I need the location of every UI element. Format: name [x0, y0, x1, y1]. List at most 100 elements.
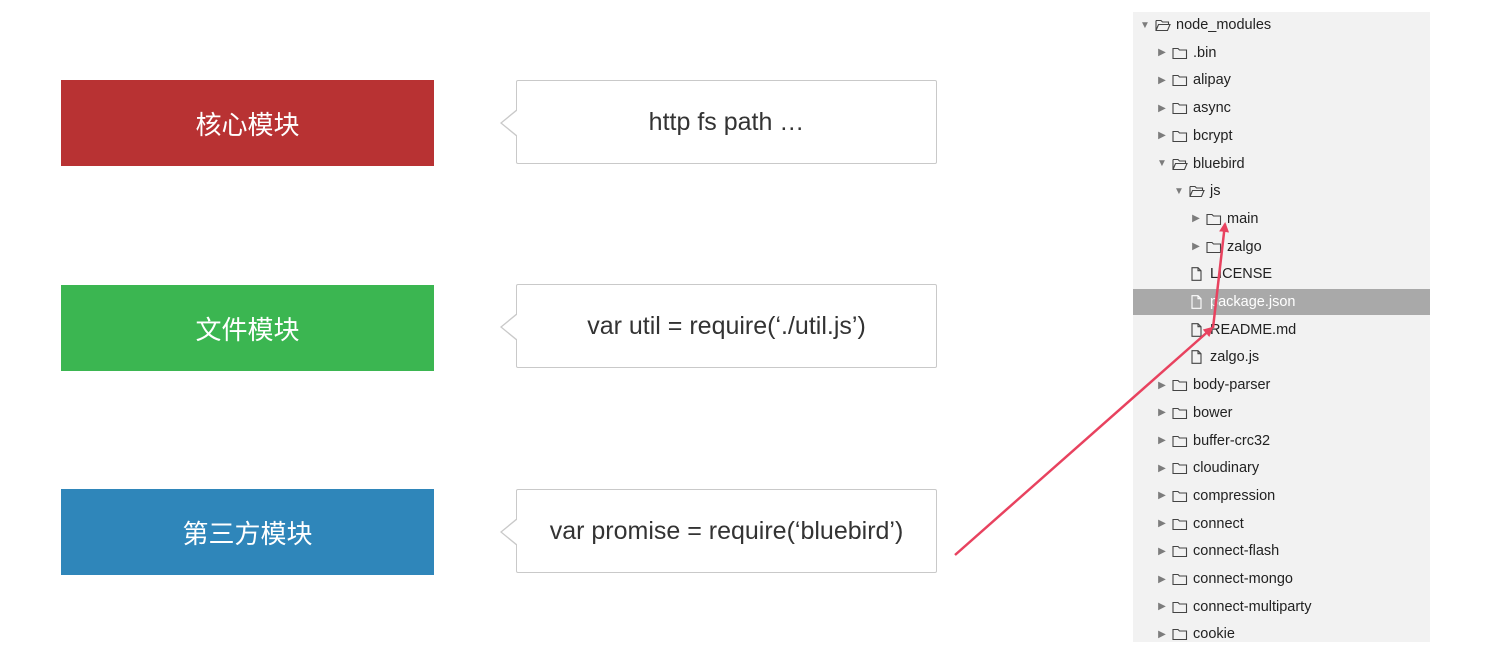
tree-item-label: zalgo: [1227, 238, 1262, 255]
tree-item-label: body-parser: [1193, 377, 1271, 394]
third-party-module-box: 第三方模块: [61, 489, 434, 575]
tree-item-label: compression: [1193, 487, 1276, 504]
tree-item-label: bcrypt: [1193, 127, 1233, 144]
disclosure-expanded-icon[interactable]: ▼: [1140, 19, 1150, 31]
third-party-module-example-text: var promise = require(‘bluebird’): [549, 516, 904, 545]
folder-icon: [1172, 73, 1188, 87]
folder-icon: [1172, 101, 1188, 115]
tree-folder-row[interactable]: ▶ cloudinary: [1133, 455, 1430, 481]
core-module-label: 核心模块: [195, 110, 300, 141]
tree-folder-row[interactable]: ▶ main: [1133, 206, 1430, 232]
disclosure-collapsed-icon[interactable]: ▶: [1158, 601, 1166, 613]
folder-icon: [1172, 517, 1188, 531]
tree-item-label: connect: [1193, 515, 1244, 532]
tree-folder-row[interactable]: ▶ bower: [1133, 400, 1430, 426]
core-module-example-text: http fs path …: [648, 107, 805, 136]
folder-open-icon: [1172, 157, 1188, 171]
file-module-example-text: var util = require(‘./util.js’): [587, 311, 866, 340]
tree-item-label: bower: [1193, 404, 1233, 421]
tree-folder-row[interactable]: ▼ node_modules: [1133, 12, 1430, 38]
folder-icon: [1172, 434, 1188, 448]
file-module-label: 文件模块: [195, 315, 300, 346]
disclosure-collapsed-icon[interactable]: ▶: [1158, 628, 1166, 640]
tree-folder-row[interactable]: ▶ async: [1133, 95, 1430, 121]
disclosure-collapsed-icon[interactable]: ▶: [1158, 490, 1166, 502]
disclosure-expanded-icon[interactable]: ▼: [1157, 158, 1167, 169]
file-module-example-callout: var util = require(‘./util.js’): [500, 284, 937, 368]
tree-item-label: main: [1227, 210, 1259, 227]
tree-folder-row[interactable]: ▶ cookie: [1133, 621, 1430, 642]
tree-folder-row[interactable]: ▶ connect-flash: [1133, 538, 1430, 564]
tree-item-label: package.json: [1210, 294, 1296, 310]
tree-file-row[interactable]: LICENSE: [1133, 261, 1430, 287]
tree-file-row[interactable]: package.json: [1133, 289, 1430, 315]
tree-item-label: zalgo.js: [1210, 349, 1260, 366]
tree-item-label: README.md: [1210, 321, 1297, 338]
disclosure-collapsed-icon[interactable]: ▶: [1192, 213, 1200, 225]
third-party-module-label: 第三方模块: [182, 519, 313, 550]
tree-folder-row[interactable]: ▶ .bin: [1133, 40, 1430, 66]
tree-item-label: LICENSE: [1210, 266, 1273, 283]
tree-folder-row[interactable]: ▶ compression: [1133, 483, 1430, 509]
folder-icon: [1172, 46, 1188, 60]
tree-item-label: .bin: [1193, 44, 1217, 61]
tree-folder-row[interactable]: ▶ buffer-crc32: [1133, 428, 1430, 454]
disclosure-collapsed-icon[interactable]: ▶: [1158, 74, 1166, 86]
tree-item-label: cloudinary: [1193, 460, 1260, 477]
folder-open-icon: [1189, 184, 1205, 198]
folder-icon: [1172, 489, 1188, 503]
folder-icon: [1172, 600, 1188, 614]
disclosure-collapsed-icon[interactable]: ▶: [1158, 545, 1166, 557]
tree-folder-row[interactable]: ▶ body-parser: [1133, 372, 1430, 398]
tree-item-label: node_modules: [1176, 17, 1272, 33]
disclosure-collapsed-icon[interactable]: ▶: [1158, 435, 1166, 446]
tree-folder-row[interactable]: ▼ js: [1133, 178, 1430, 204]
tree-folder-row[interactable]: ▼bluebird: [1133, 151, 1430, 177]
tree-item-label: buffer-crc32: [1193, 432, 1271, 449]
folder-icon: [1172, 627, 1188, 641]
file-tree-panel: ▼node_modules▶.bin▶alipay▶async▶bcrypt▼b…: [1133, 12, 1430, 642]
folder-icon: [1206, 240, 1222, 254]
tree-file-row[interactable]: README.md: [1133, 317, 1430, 343]
folder-icon: [1172, 406, 1188, 420]
tree-folder-row[interactable]: ▶ connect: [1133, 511, 1430, 537]
disclosure-collapsed-icon[interactable]: ▶: [1158, 47, 1166, 59]
disclosure-collapsed-icon[interactable]: ▶: [1192, 241, 1200, 253]
tree-item-label: connect-multiparty: [1193, 598, 1312, 615]
core-module-box: 核心模块: [61, 80, 434, 166]
tree-file-row[interactable]: zalgo.js: [1133, 344, 1430, 370]
folder-icon: [1172, 544, 1188, 558]
tree-folder-row[interactable]: ▶ connect-multiparty: [1133, 594, 1430, 620]
disclosure-collapsed-icon[interactable]: ▶: [1158, 407, 1166, 419]
disclosure-collapsed-icon[interactable]: ▶: [1158, 518, 1166, 530]
core-module-example-callout: http fs path …: [500, 80, 937, 164]
folder-icon: [1172, 572, 1188, 586]
disclosure-collapsed-icon[interactable]: ▶: [1158, 130, 1166, 142]
tree-item-label: alipay: [1193, 72, 1231, 89]
disclosure-collapsed-icon[interactable]: ▶: [1158, 102, 1166, 114]
folder-open-icon: [1155, 18, 1171, 32]
arrow-to-main-folder: [1211, 222, 1230, 329]
tree-folder-row[interactable]: ▶ zalgo: [1133, 234, 1430, 260]
tree-folder-row[interactable]: ▶ bcrypt: [1133, 123, 1430, 149]
third-party-module-example-callout: var promise = require(‘bluebird’): [500, 489, 937, 573]
tree-item-label: cookie: [1193, 626, 1235, 642]
folder-icon: [1172, 378, 1188, 392]
disclosure-collapsed-icon[interactable]: ▶: [1158, 379, 1166, 391]
file-icon: [1189, 322, 1205, 337]
file-module-box: 文件模块: [61, 285, 434, 371]
disclosure-collapsed-icon[interactable]: ▶: [1158, 462, 1166, 474]
file-icon: [1189, 295, 1205, 309]
tree-folder-row[interactable]: ▶connect-mongo: [1133, 566, 1430, 592]
file-icon: [1189, 267, 1205, 282]
arrow-to-package-json: [954, 326, 1214, 556]
disclosure-collapsed-icon[interactable]: ▶: [1158, 573, 1166, 585]
tree-item-label: async: [1193, 100, 1231, 117]
tree-item-label: js: [1210, 183, 1221, 200]
folder-icon: [1172, 461, 1188, 475]
tree-item-label: connect-flash: [1193, 543, 1280, 560]
disclosure-expanded-icon[interactable]: ▼: [1174, 185, 1184, 197]
folder-icon: [1172, 129, 1188, 143]
tree-folder-row[interactable]: ▶ alipay: [1133, 67, 1430, 93]
